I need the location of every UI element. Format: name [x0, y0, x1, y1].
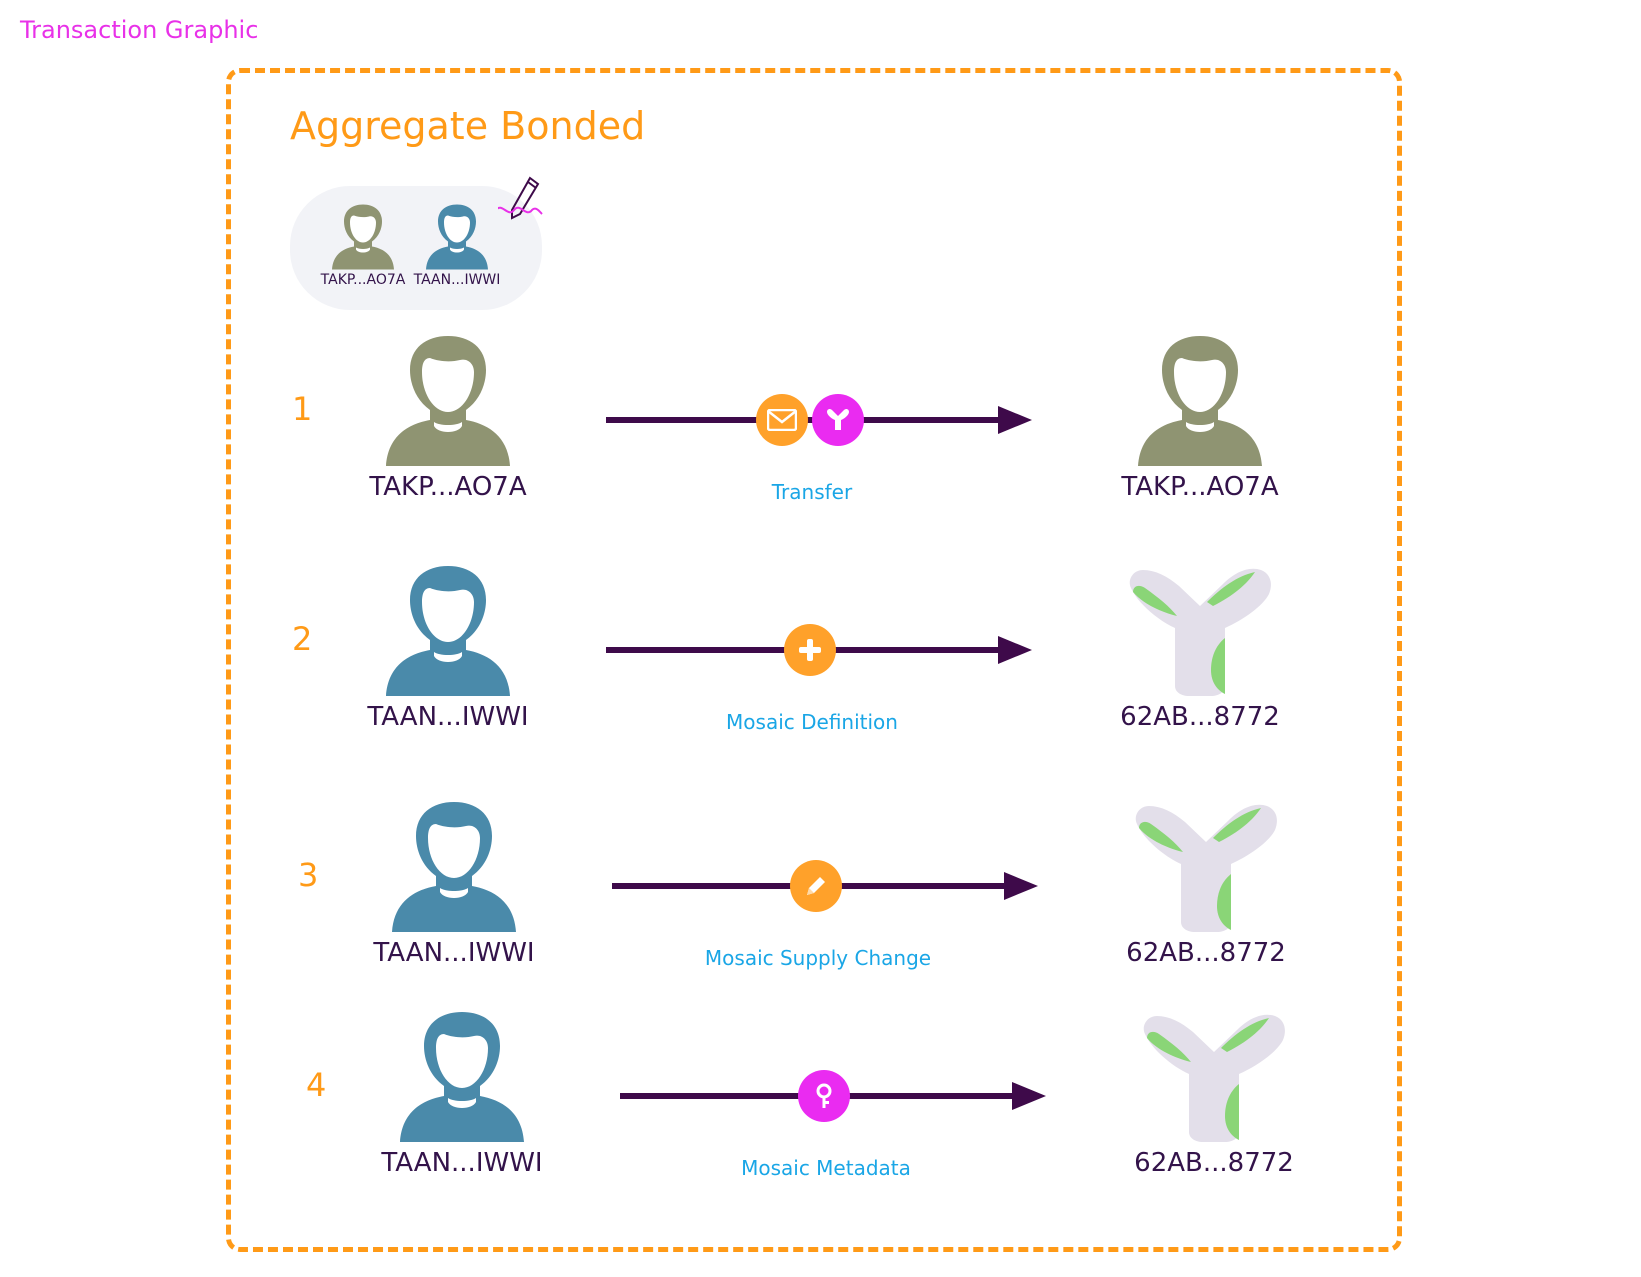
target-label: 62AB...8772 — [1120, 702, 1280, 732]
target-label: TAKP...AO7A — [1121, 472, 1279, 502]
target-mosaic: 62AB...8772 — [1114, 1012, 1314, 1178]
signature-pen-icon — [498, 176, 543, 220]
target-label: 62AB...8772 — [1134, 1148, 1294, 1178]
account-icon — [328, 204, 398, 270]
target-mosaic: 62AB...8772 — [1106, 802, 1306, 968]
mosaic-logo-icon — [1131, 802, 1281, 932]
account-icon — [1130, 336, 1270, 466]
source-account: TAAN...IWWI — [348, 566, 548, 732]
account-icon — [378, 336, 518, 466]
row-number: 4 — [306, 1066, 327, 1104]
account-icon — [392, 1012, 532, 1142]
transaction-type-label: Transfer — [771, 480, 853, 504]
mosaic-logo-icon — [1125, 566, 1275, 696]
plus-icon — [784, 624, 836, 676]
row-number: 1 — [292, 390, 313, 428]
transaction-type-label: Mosaic Definition — [726, 710, 898, 734]
account-icon — [384, 802, 524, 932]
mosaic-icon — [812, 394, 864, 446]
target-mosaic: 62AB...8772 — [1100, 566, 1300, 732]
signer-2: TAAN...IWWI — [412, 204, 502, 288]
key-icon — [798, 1070, 850, 1122]
source-account-label: TAKP...AO7A — [369, 472, 527, 502]
transaction-row-4: 4 TAAN...IWWI Mosaic Metadata 62AB...877… — [0, 1006, 1641, 1206]
aggregate-title: Aggregate Bonded — [290, 104, 646, 148]
transaction-row-2: 2 TAAN...IWWI Mosaic Definition 62AB...8… — [0, 560, 1641, 760]
target-label: 62AB...8772 — [1126, 938, 1286, 968]
signer-label: TAKP...AO7A — [320, 272, 406, 288]
row-number: 3 — [298, 856, 319, 894]
row-number: 2 — [292, 620, 313, 658]
transaction-row-3: 3 TAAN...IWWI Mosaic Supply Change 62AB.… — [0, 796, 1641, 996]
page-title: Transaction Graphic — [20, 16, 259, 44]
envelope-icon — [756, 394, 808, 446]
account-icon — [422, 204, 492, 270]
target-account: TAKP...AO7A — [1100, 336, 1300, 502]
transaction-row-1: 1 TAKP...AO7A Transfer TAKP...AO7A — [0, 330, 1641, 530]
account-icon — [378, 566, 518, 696]
mosaic-logo-icon — [1139, 1012, 1289, 1142]
signer-1: TAKP...AO7A — [318, 204, 408, 288]
source-account: TAKP...AO7A — [348, 336, 548, 502]
source-account-label: TAAN...IWWI — [381, 1148, 543, 1178]
source-account-label: TAAN...IWWI — [373, 938, 535, 968]
transaction-type-label: Mosaic Metadata — [741, 1156, 911, 1180]
transaction-type-label: Mosaic Supply Change — [704, 946, 932, 970]
aggregate-frame — [226, 68, 1402, 1252]
signers-group: TAKP...AO7A TAAN...IWWI — [290, 186, 542, 310]
source-account: TAAN...IWWI — [362, 1012, 562, 1178]
source-account: TAAN...IWWI — [354, 802, 554, 968]
pencil-icon — [790, 860, 842, 912]
signer-label: TAAN...IWWI — [413, 272, 501, 288]
source-account-label: TAAN...IWWI — [367, 702, 529, 732]
